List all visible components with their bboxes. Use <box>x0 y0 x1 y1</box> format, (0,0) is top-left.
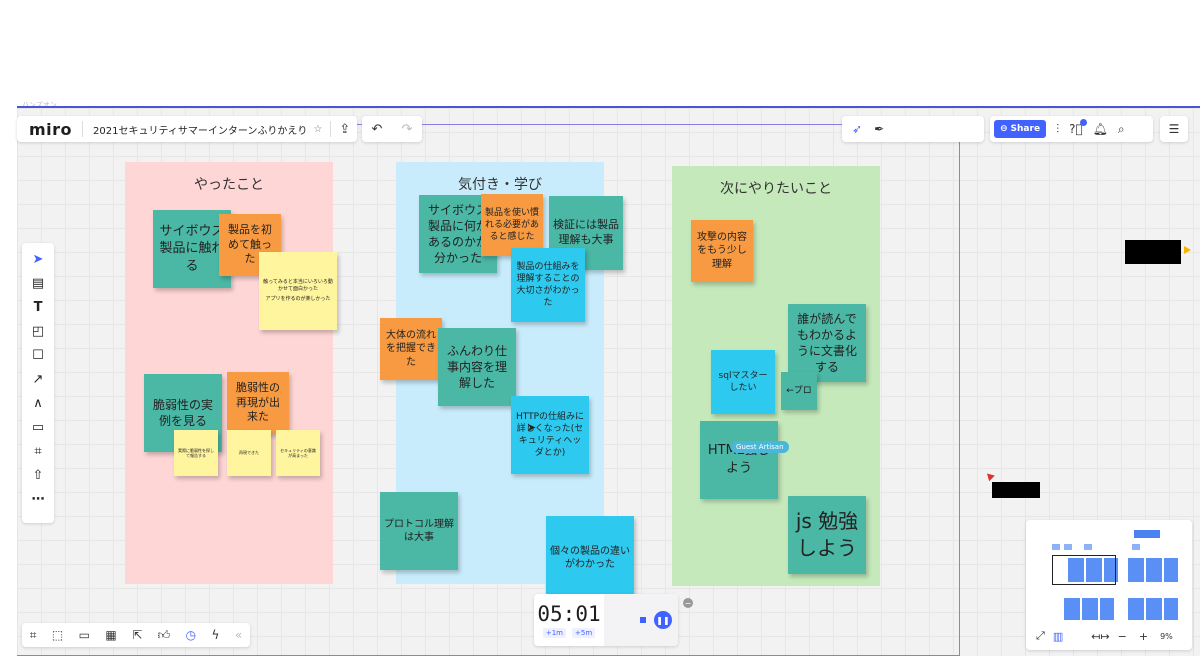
board-title[interactable]: 2021セキュリティサマーインターンふりかえり <box>93 125 308 137</box>
select-icon[interactable]: ➤ <box>32 251 44 267</box>
mouse-cursor-icon: ➤ <box>527 421 537 434</box>
apps-icon[interactable]: ϟ <box>211 628 220 642</box>
vote-icon[interactable]: 👍︎ <box>157 627 171 642</box>
sticky-note[interactable]: セキュリティの意識が高まった <box>276 430 320 476</box>
sticky-note[interactable]: 脆弱性の再現が出来た <box>227 372 289 434</box>
sticky-note[interactable]: sqlマスターしたい <box>711 350 775 414</box>
help-icon[interactable]: ?⃝ <box>1069 119 1087 136</box>
sticky-note[interactable]: 実際に脆弱性を探して報告する <box>174 430 218 476</box>
share-button[interactable]: ⊖Share <box>994 120 1047 138</box>
frame-title-learn: 気付き・学び <box>458 177 542 193</box>
sticky-note[interactable]: ふんわり仕事内容を理解した <box>438 328 516 406</box>
search-icon[interactable]: ⌕ <box>1117 121 1125 136</box>
timer-display: 05:01 <box>537 602 601 626</box>
close-timer-icon[interactable]: − <box>683 598 693 608</box>
sticky-note[interactable]: 触ってみると本当にいろいろ動かせて面白かった アプリを作るのが楽しかった <box>259 252 337 330</box>
minimap-viewport[interactable] <box>1052 555 1116 585</box>
stop-icon[interactable] <box>640 617 646 623</box>
redacted-block <box>1125 240 1181 264</box>
undo-redo-group: ↶ ↷ <box>362 116 422 142</box>
sticky-note[interactable]: サイボウズ製品に触れる <box>153 210 231 288</box>
bottom-toolbar: ⌗ ⬚ ▭ ▦ ⇱ 👍︎ ◷ ϟ « <box>22 623 250 647</box>
bell-icon[interactable]: 🔔︎ <box>1092 122 1108 136</box>
share-label: Share <box>1010 124 1041 134</box>
globe-icon: ⊖ <box>1000 124 1008 134</box>
text-icon[interactable]: T <box>33 299 43 315</box>
timer-widget: 05:01 +1m +5m ❚❚ <box>534 594 678 646</box>
collaborator-pointer-icon <box>1184 246 1191 254</box>
upload-icon[interactable]: ⇧ <box>32 467 44 483</box>
document-icon: ☰ <box>1168 122 1180 136</box>
sticky-note[interactable]: 攻撃の内容をもう少し理解 <box>691 220 753 282</box>
sticky-icon[interactable]: ◰ <box>31 323 45 339</box>
sticky-note[interactable]: 個々の製品の違いがわかった <box>546 516 634 600</box>
reaction-cursor-icon[interactable]: ➶ <box>852 122 863 136</box>
note-text: アプリを作るのが楽しかった <box>265 296 331 303</box>
zoom-level[interactable]: 9% <box>1160 631 1173 641</box>
export-icon[interactable]: ⇪ <box>339 121 351 137</box>
sticky-note[interactable]: 誰が読んでもわかるように文書化する <box>788 304 866 382</box>
sticky-note[interactable]: ←プロ <box>781 372 817 410</box>
timer-left: 05:01 +1m +5m <box>534 594 604 646</box>
main-toolbar: ⊖Share ⫶ ?⃝ 🔔︎ ⌕ <box>990 116 1153 142</box>
notes-panel-toggle[interactable]: ☰ <box>1160 116 1188 142</box>
comment-icon[interactable]: ⬚ <box>51 628 64 642</box>
comment-icon[interactable]: ▭ <box>31 419 45 435</box>
undo-icon[interactable]: ↶ <box>371 121 383 137</box>
faint-label: ハンズオン <box>22 101 57 109</box>
fit-width-icon[interactable]: ↤↦ <box>1091 629 1110 643</box>
divider <box>82 121 84 137</box>
sticky-note[interactable]: 製品を使い慣れる必要があると感じた <box>481 194 543 256</box>
pen-icon[interactable]: ∧ <box>33 395 43 411</box>
sticky-note[interactable]: 製品の仕組みを理解することの大切さがわかった <box>511 248 585 322</box>
shape-icon[interactable]: ☐ <box>32 347 44 363</box>
frame-title-next: 次にやりたいこと <box>720 181 832 197</box>
sticky-note[interactable]: HTTPの仕組みに詳しくなった(セキュリティヘッダとか) <box>511 396 589 474</box>
collapse-icon[interactable]: « <box>234 628 243 642</box>
share-screen-icon[interactable]: ⇱ <box>132 628 143 642</box>
add-1m-button[interactable]: +1m <box>542 628 566 638</box>
minimap-controls: ⤢ ▥ ↤↦ − + 9% <box>1026 626 1192 646</box>
board-canvas[interactable]: やったこと 気付き・学び 次にやりたいこと サイボウズ製品に触れる 製品を初めて… <box>17 106 1200 656</box>
chat-icon[interactable]: ▭ <box>78 628 90 642</box>
map-icon[interactable]: ▥ <box>1052 629 1064 643</box>
collaborator-pointer-icon <box>984 470 995 482</box>
line-icon[interactable]: ↗ <box>32 371 44 387</box>
qr-icon[interactable]: ▦ <box>105 628 117 642</box>
sticky-note[interactable]: 大体の流れを把握できた <box>380 318 442 380</box>
more-icon[interactable]: ⋯ <box>31 491 45 507</box>
timer-icon[interactable]: ◷ <box>185 628 197 642</box>
miro-logo[interactable]: miro <box>29 119 73 139</box>
fullscreen-icon[interactable]: ⤢ <box>1036 629 1045 642</box>
notification-badge <box>1079 119 1087 126</box>
minimap[interactable]: ⤢ ▥ ↤↦ − + 9% <box>1026 520 1192 650</box>
frame-title-done: やったこと <box>194 177 264 193</box>
left-toolbar: ➤ ▤ T ◰ ☐ ↗ ∧ ▭ ⌗ ⇧ ⋯ <box>22 243 54 523</box>
timer-right: ❚❚ <box>604 594 678 646</box>
minimap-view <box>1034 526 1184 620</box>
zoom-out-icon[interactable]: − <box>1117 629 1127 643</box>
template-icon[interactable]: ▤ <box>31 275 45 291</box>
pen-draw-icon[interactable]: ✒ <box>874 122 885 136</box>
collab-tools: ➶ ✒ <box>842 116 984 142</box>
frame-icon[interactable]: ⌗ <box>34 443 42 459</box>
sticky-note[interactable]: js 勉強しよう <box>788 496 866 574</box>
sticky-note[interactable]: 再現できた <box>227 430 271 476</box>
add-5m-button[interactable]: +5m <box>572 628 596 638</box>
settings-sliders-icon[interactable]: ⫶ <box>1056 121 1060 136</box>
frame-list-icon[interactable]: ⌗ <box>29 627 37 642</box>
sticky-note[interactable]: HTML強しよう <box>700 421 778 499</box>
redo-icon[interactable]: ↷ <box>401 121 413 137</box>
divider <box>330 121 332 137</box>
star-icon[interactable]: ☆ <box>313 123 323 135</box>
board-header: miro 2021セキュリティサマーインターンふりかえり ☆ ⇪ <box>17 116 357 142</box>
collaborator-cursor-label: Guest Artisan <box>731 441 789 453</box>
sticky-note[interactable]: プロトコル理解は大事 <box>380 492 458 570</box>
redacted-block <box>992 482 1040 498</box>
pause-button[interactable]: ❚❚ <box>654 611 672 629</box>
note-text: 触ってみると本当にいろいろ動かせて面白かった <box>263 278 333 292</box>
zoom-in-icon[interactable]: + <box>1138 629 1149 643</box>
